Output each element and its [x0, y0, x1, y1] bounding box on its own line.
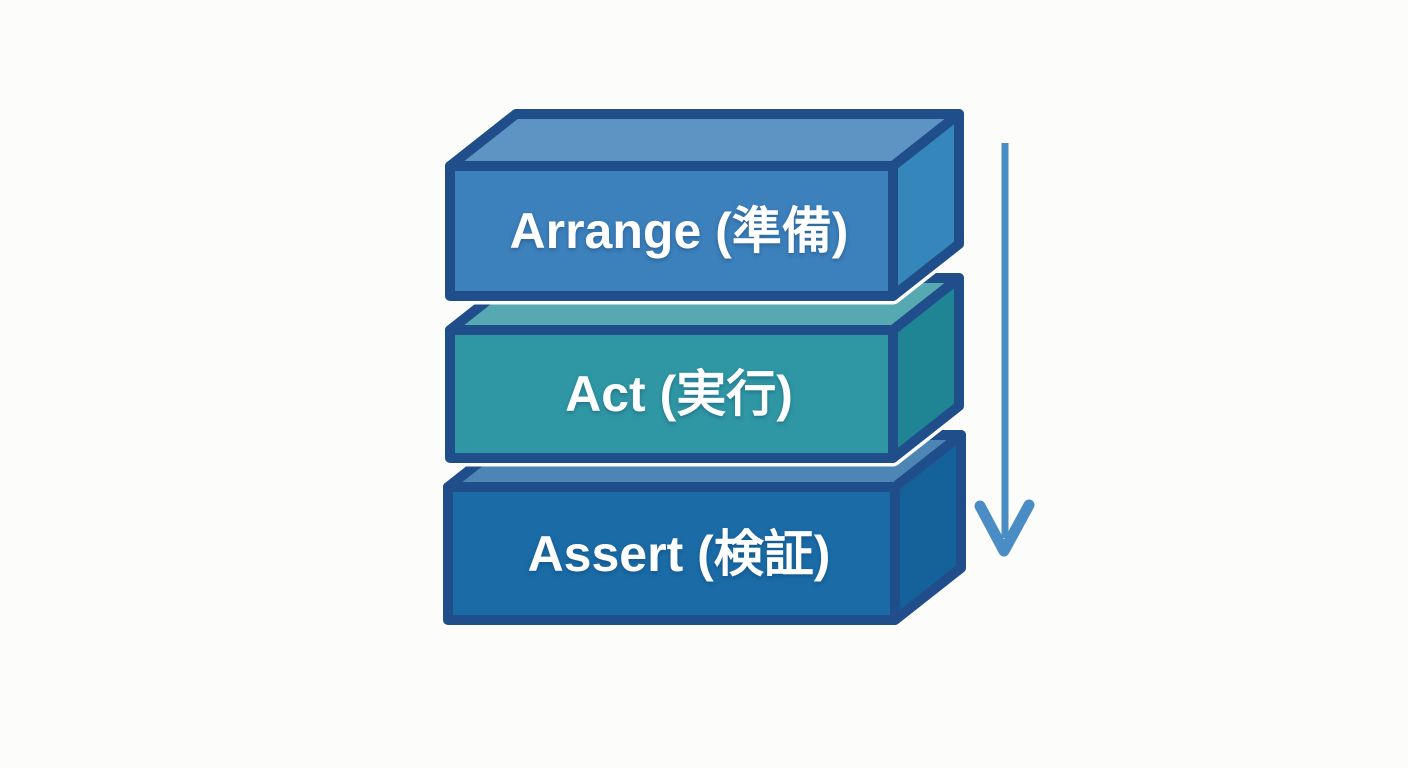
block-arrange-top-face	[445, 109, 964, 171]
block-act-label: Act (実行)	[565, 366, 793, 422]
block-act: Act (実行)	[441, 269, 968, 467]
block-arrange-front-face	[445, 161, 898, 301]
block-arrange: Arrange (準備)	[441, 105, 968, 305]
block-assert-front-face	[443, 482, 900, 625]
block-act-front-face	[445, 325, 898, 463]
block-assert-label: Assert (検証)	[528, 526, 831, 582]
block-assert: Assert (検証)	[439, 426, 970, 629]
block-arrange-label: Arrange (準備)	[510, 203, 849, 259]
down-arrow-head	[974, 499, 1035, 557]
down-arrow-icon	[974, 143, 1035, 557]
